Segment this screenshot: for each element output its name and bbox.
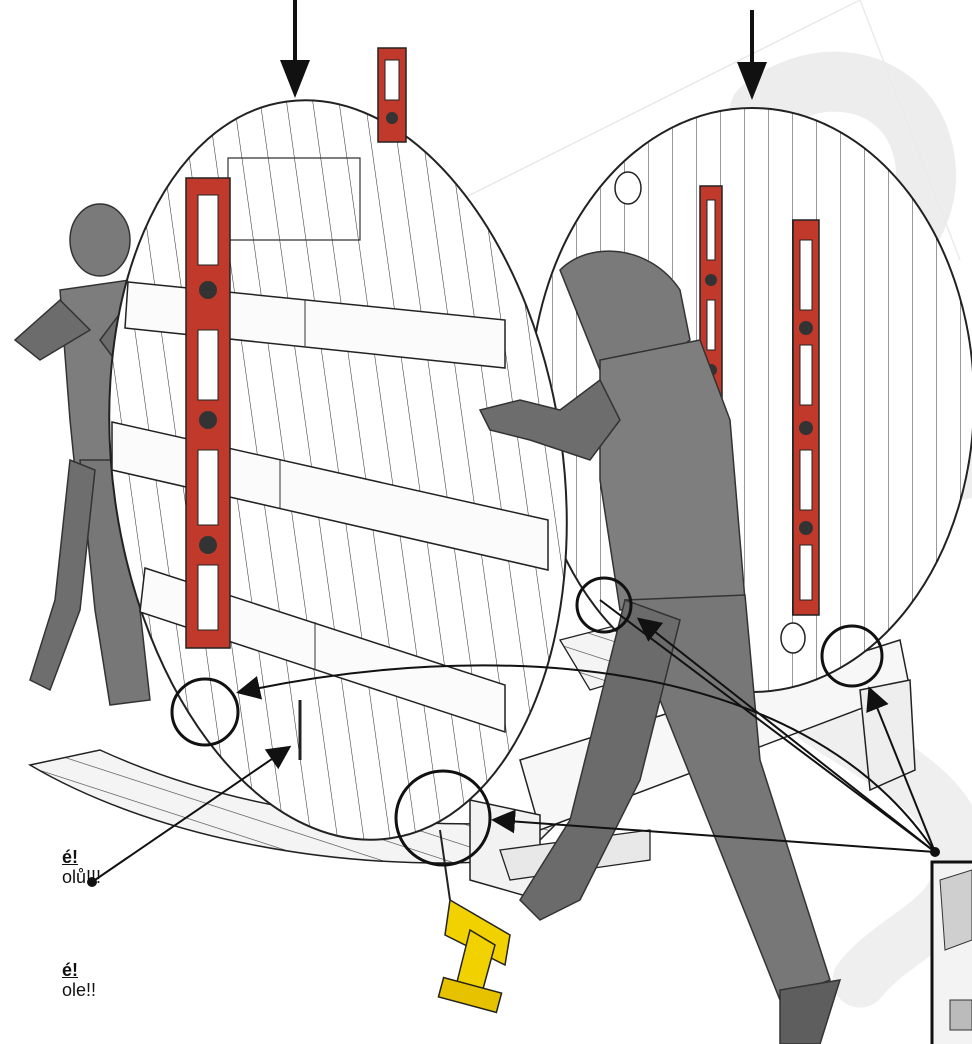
arrow-down-icon — [280, 0, 310, 98]
left-round-panel — [63, 48, 612, 870]
callout-note-1: é! olů!!! — [62, 847, 101, 887]
spirit-level-icon — [378, 48, 406, 142]
callout-note-2: é! ole!! — [62, 960, 96, 1000]
pointer-origin-dot — [930, 847, 940, 857]
callout-heading: é! — [62, 847, 101, 867]
detail-inset — [932, 862, 972, 1044]
spirit-level-icon — [186, 178, 230, 648]
callout-heading: é! — [62, 960, 96, 980]
callout-text: ole!! — [62, 980, 96, 1000]
spirit-level-icon — [793, 220, 819, 615]
callout-text: olů!!! — [62, 867, 101, 887]
